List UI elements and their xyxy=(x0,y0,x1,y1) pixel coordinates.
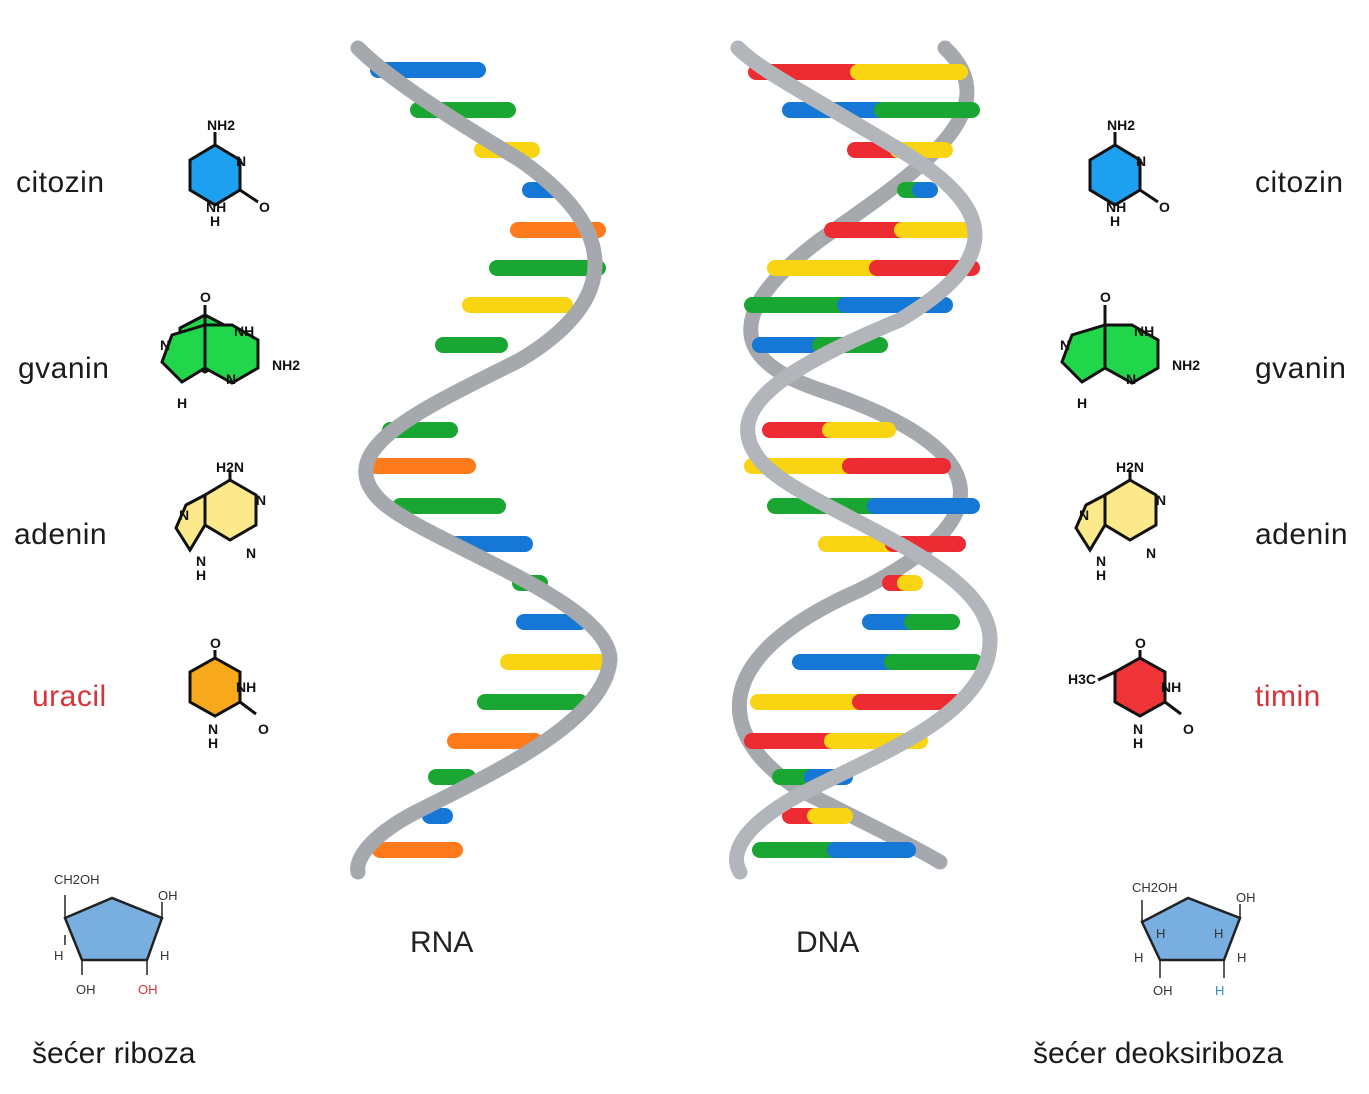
svg-text:H: H xyxy=(1237,950,1246,965)
thymine-molecule: O NH O N H H3C xyxy=(1068,635,1194,751)
svg-text:N: N xyxy=(1079,507,1089,523)
rna-backbone xyxy=(350,40,618,880)
svg-text:N: N xyxy=(1060,337,1070,353)
svg-text:H: H xyxy=(177,395,187,411)
svg-text:H: H xyxy=(1096,567,1106,583)
svg-text:H: H xyxy=(208,735,218,751)
svg-text:H: H xyxy=(1156,926,1165,941)
svg-text:O: O xyxy=(1159,199,1170,215)
svg-text:N: N xyxy=(160,337,170,353)
svg-text:O: O xyxy=(258,721,269,737)
ribose-structure: CH2OH OH H H OH OH xyxy=(54,872,178,997)
svg-text:O: O xyxy=(200,289,211,305)
svg-text:NH2: NH2 xyxy=(1107,117,1135,133)
label-thymine: timin xyxy=(1255,680,1321,713)
svg-text:NH2: NH2 xyxy=(1172,357,1200,373)
adenine-molecule-left: H2N N N N N H xyxy=(174,459,266,583)
svg-text:N: N xyxy=(1133,721,1143,737)
rna-label: RNA xyxy=(410,926,474,959)
svg-text:N: N xyxy=(1156,492,1166,508)
svg-text:NH: NH xyxy=(234,323,254,339)
svg-text:NH: NH xyxy=(1134,323,1154,339)
svg-text:CH2OH: CH2OH xyxy=(1132,880,1178,895)
svg-text:OH: OH xyxy=(158,888,178,903)
svg-text:H: H xyxy=(1077,395,1087,411)
atom-nh2: NH2 xyxy=(207,117,235,133)
dna-backbone-front xyxy=(729,40,998,880)
deoxyribose-caption: šećer deoksiriboza xyxy=(1033,1037,1284,1070)
svg-text:NH: NH xyxy=(1161,679,1181,695)
svg-text:N: N xyxy=(236,153,246,169)
svg-text:N: N xyxy=(246,545,256,561)
svg-text:OH: OH xyxy=(138,982,158,997)
dna-label: DNA xyxy=(796,926,860,959)
dna-backbone-back xyxy=(731,40,975,870)
svg-text:H: H xyxy=(210,213,220,229)
svg-text:H: H xyxy=(160,948,169,963)
guanine-molecule-left: O NH NH2 N N H xyxy=(160,289,300,411)
cytosine-molecule-left: NH2 N O NH H xyxy=(188,117,270,229)
label-adenine-right: adenin xyxy=(1255,518,1349,551)
svg-text:H: H xyxy=(1134,950,1143,965)
rna-helix xyxy=(350,40,618,880)
svg-text:O: O xyxy=(1183,721,1194,737)
adenine-molecule-right: H2N N N N N H xyxy=(1074,459,1166,583)
svg-text:N: N xyxy=(208,721,218,737)
svg-text:H: H xyxy=(1214,926,1223,941)
svg-text:H3C: H3C xyxy=(1068,671,1096,687)
dna-helix xyxy=(729,40,998,880)
svg-text:H: H xyxy=(54,948,63,963)
svg-text:OH: OH xyxy=(1153,983,1173,998)
svg-text:O: O xyxy=(1100,289,1111,305)
guanine-molecule-right: O NH NH2 N N H xyxy=(1060,289,1200,411)
svg-text:NH2: NH2 xyxy=(272,357,300,373)
ribose-caption: šećer riboza xyxy=(32,1037,196,1070)
svg-text:N: N xyxy=(1146,545,1156,561)
svg-text:H: H xyxy=(1133,735,1143,751)
cytosine-molecule-right: NH2 N O NH H xyxy=(1088,117,1170,229)
svg-text:N: N xyxy=(1126,371,1136,387)
svg-text:N: N xyxy=(1136,153,1146,169)
svg-text:N: N xyxy=(226,371,236,387)
svg-text:O: O xyxy=(259,199,270,215)
dna-rungs xyxy=(744,64,983,858)
svg-text:NH: NH xyxy=(1106,199,1126,215)
svg-text:H: H xyxy=(1215,983,1224,998)
label-guanine-left: gvanin xyxy=(18,352,110,385)
svg-text:NH: NH xyxy=(236,679,256,695)
svg-text:H: H xyxy=(196,567,206,583)
label-adenine-left: adenin xyxy=(14,518,108,551)
svg-text:N: N xyxy=(1096,553,1106,569)
svg-text:CH2OH: CH2OH xyxy=(54,872,100,887)
label-cytosine-right: citozin xyxy=(1255,166,1344,199)
svg-text:N: N xyxy=(256,492,266,508)
svg-text:OH: OH xyxy=(76,982,96,997)
label-guanine-right: gvanin xyxy=(1255,352,1347,385)
label-uracil: uracil xyxy=(32,680,107,713)
svg-text:O: O xyxy=(210,635,221,651)
svg-text:N: N xyxy=(179,507,189,523)
svg-text:H: H xyxy=(1110,213,1120,229)
label-cytosine-left: citozin xyxy=(16,166,105,199)
svg-text:NH: NH xyxy=(206,199,226,215)
svg-text:N: N xyxy=(196,553,206,569)
deoxyribose-structure: CH2OH OH H H H H OH H xyxy=(1132,880,1256,998)
uracil-molecule: O NH O N H xyxy=(188,635,269,751)
svg-text:H2N: H2N xyxy=(216,459,244,475)
svg-text:O: O xyxy=(1135,635,1146,651)
svg-text:H2N: H2N xyxy=(1116,459,1144,475)
svg-text:OH: OH xyxy=(1236,890,1256,905)
